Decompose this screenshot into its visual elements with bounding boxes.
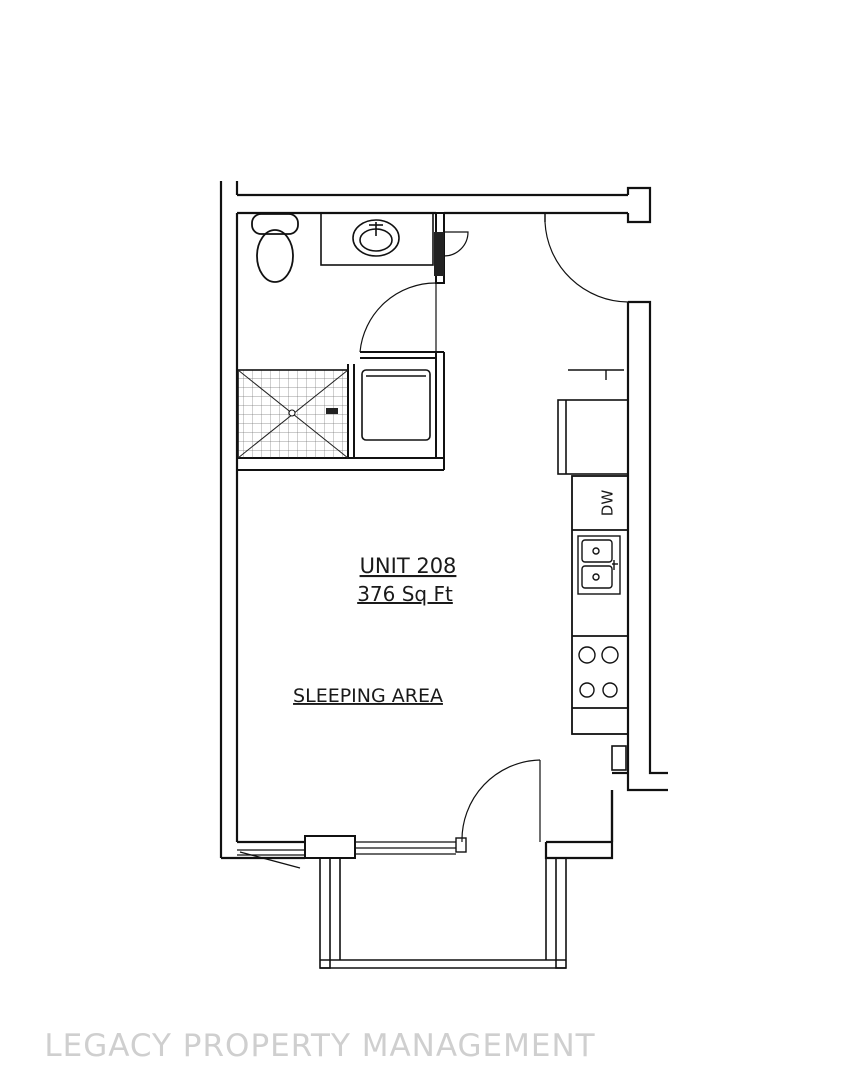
stove-icon	[578, 646, 619, 698]
entry-door	[544, 213, 629, 303]
dishwasher-label: DW	[599, 490, 617, 517]
balcony	[319, 857, 567, 969]
shelf	[568, 369, 624, 380]
balcony-door	[455, 759, 541, 853]
toilet-icon	[251, 213, 299, 283]
closet-door	[443, 231, 469, 257]
door-jamb	[434, 232, 444, 276]
shower-icon	[237, 369, 349, 459]
watermark: LEGACY PROPERTY MANAGEMENT	[44, 1028, 596, 1064]
refrigerator-icon	[557, 399, 629, 475]
bathroom-sink-icon	[320, 212, 434, 266]
bathroom-door	[359, 282, 437, 353]
unit-name: UNIT 208	[360, 554, 457, 578]
window	[237, 835, 456, 869]
kitchen-counter	[571, 475, 629, 735]
sleeping-area-label: SLEEPING AREA	[293, 685, 443, 707]
unit-area: 376 Sq Ft	[357, 582, 453, 606]
panel-box	[611, 745, 627, 771]
kitchen-sink-icon	[577, 535, 621, 595]
washer-dryer-icon	[361, 369, 431, 441]
